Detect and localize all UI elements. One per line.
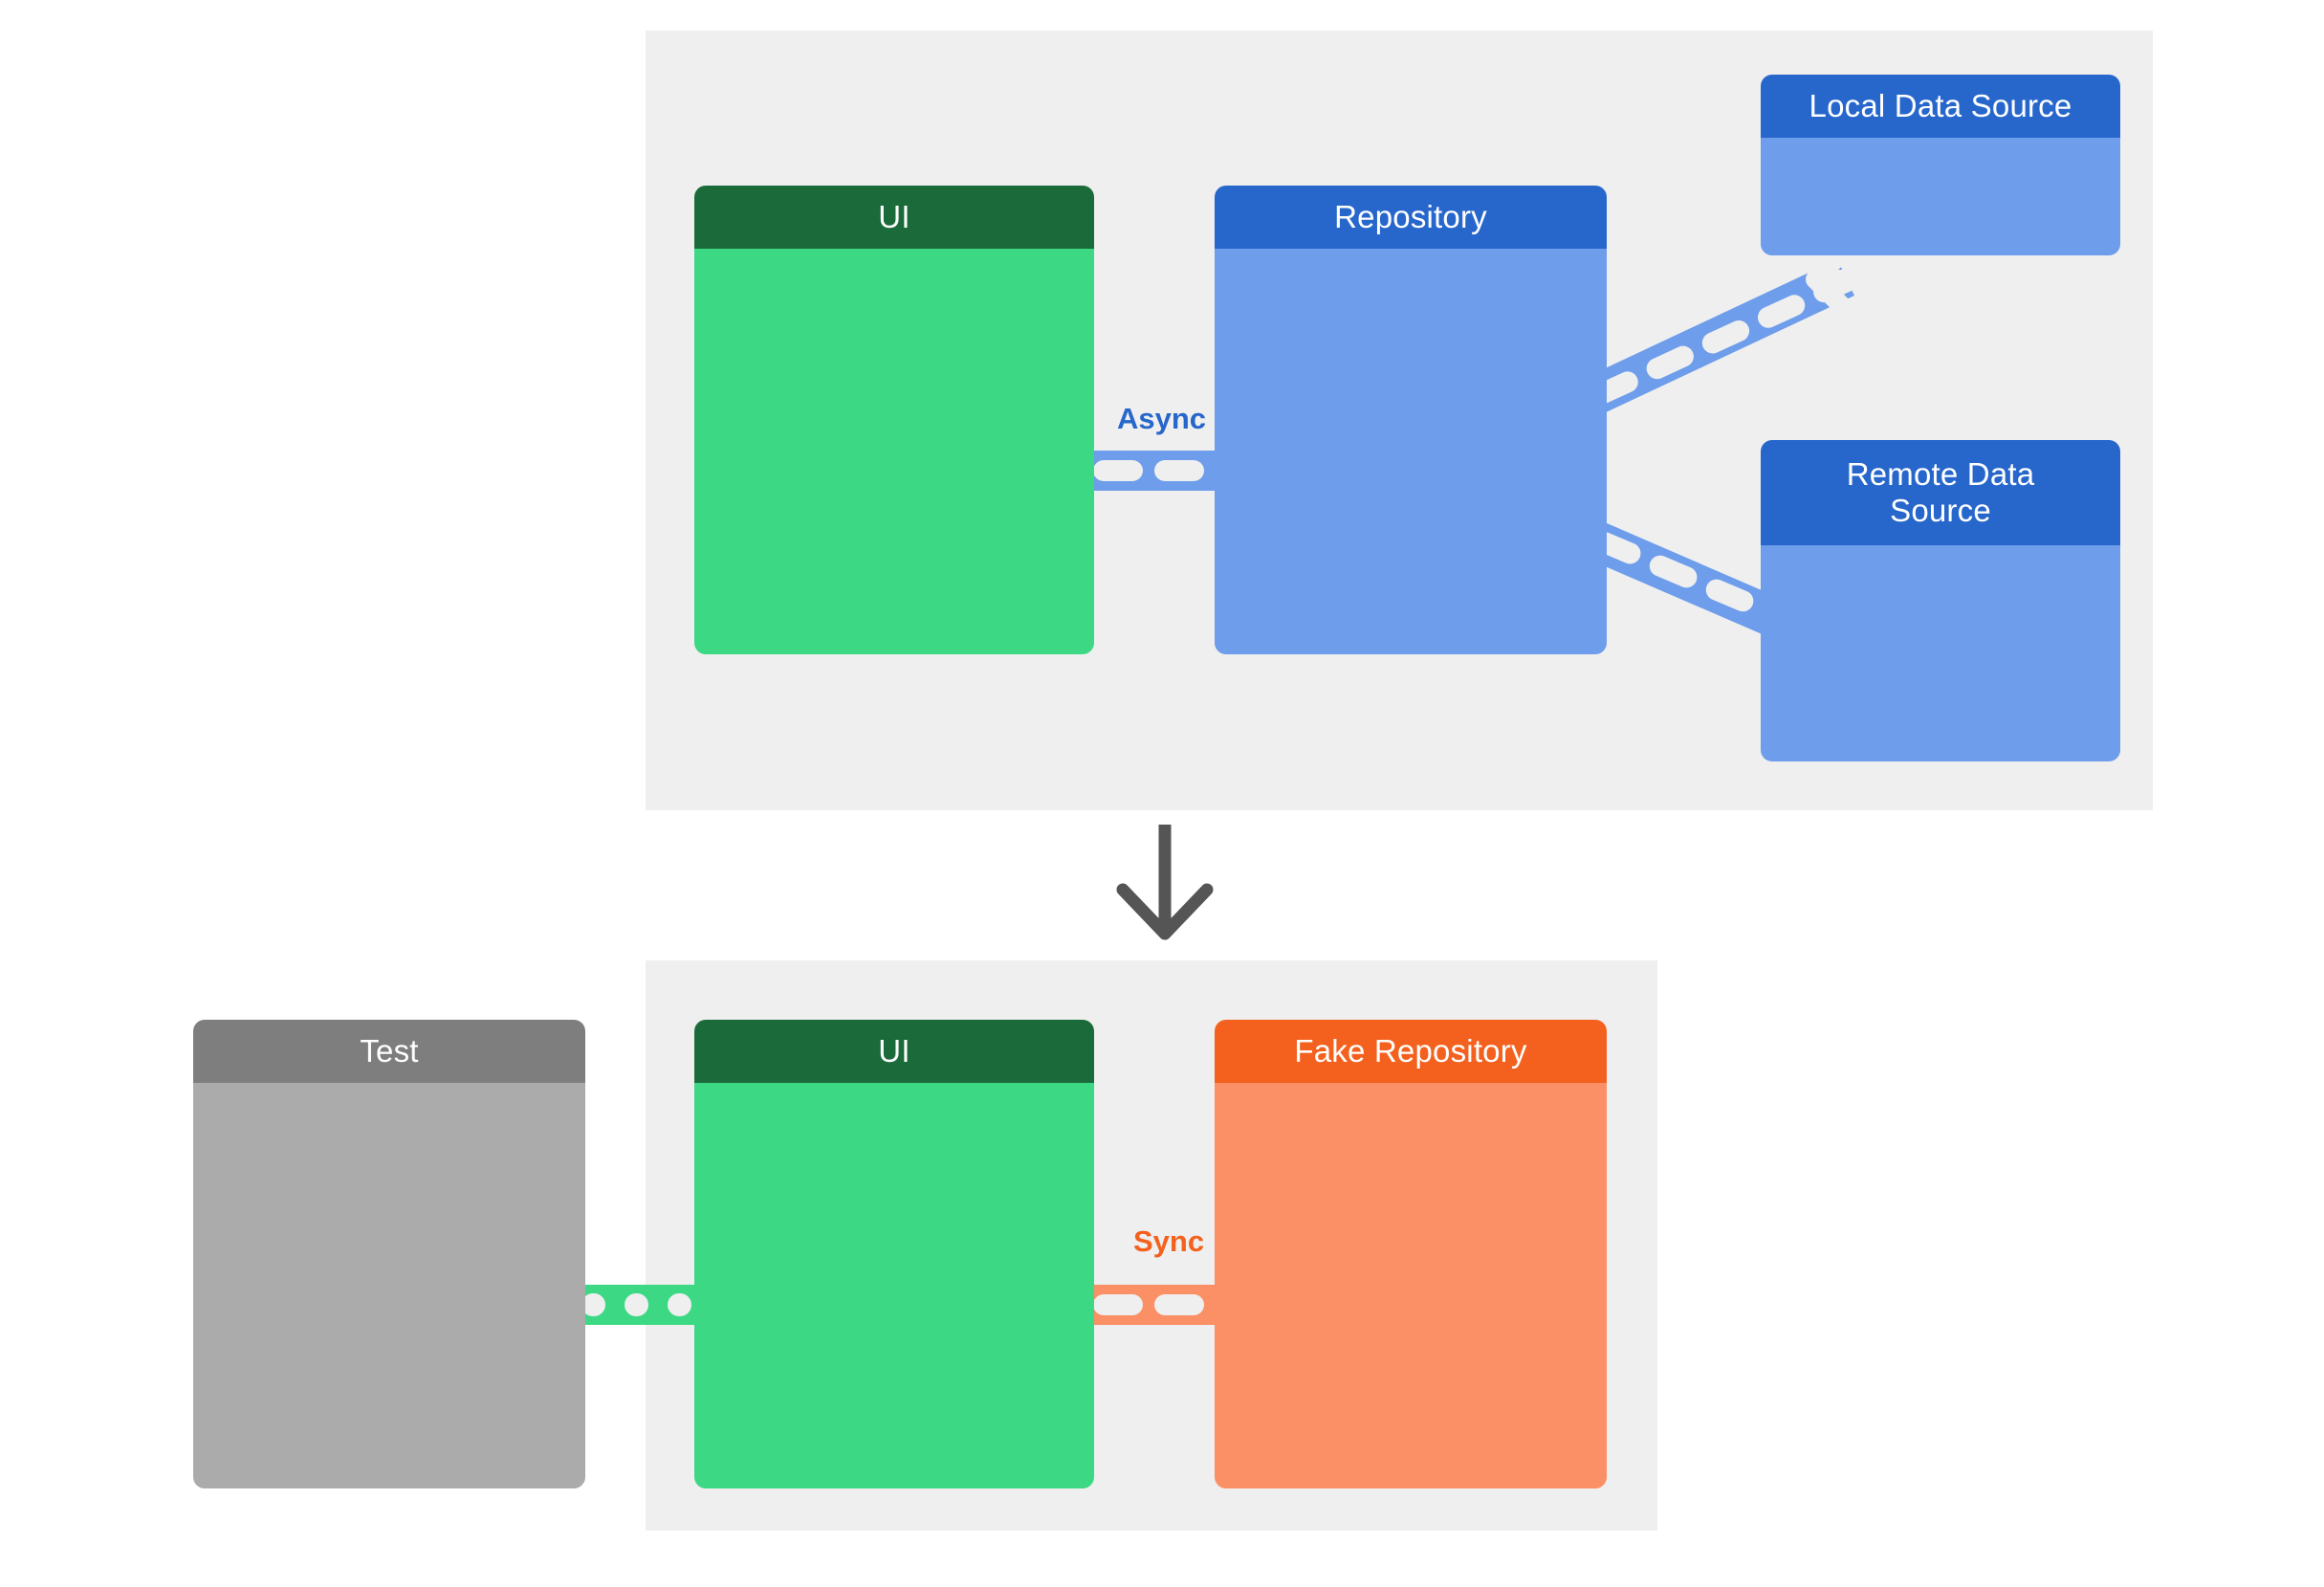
card-body-remote-data-source [1761,545,2120,761]
card-title-fake-repository: Fake Repository [1215,1020,1607,1083]
down-arrow-icon [1116,825,1214,940]
card-title-remote-line2: Source [1890,493,1991,528]
card-title-local-data-source: Local Data Source [1761,75,2120,138]
card-body-repository [1215,249,1607,654]
card-body-ui-test [694,1083,1094,1488]
card-title-test: Test [193,1020,585,1083]
edge-label-sync: Sync [1133,1224,1205,1258]
card-ui-test[interactable]: UI [694,1020,1094,1488]
card-title-repository: Repository [1215,186,1607,249]
card-repository[interactable]: Repository [1215,186,1607,654]
card-title-ui-test: UI [694,1020,1094,1083]
card-body-fake-repository [1215,1083,1607,1488]
card-title-ui-production: UI [694,186,1094,249]
card-fake-repository[interactable]: Fake Repository [1215,1020,1607,1488]
card-title-remote-data-source: Remote Data Source [1761,440,2120,545]
card-remote-data-source[interactable]: Remote Data Source [1761,440,2120,761]
card-title-remote-line1: Remote Data [1846,456,2035,493]
card-body-ui-production [694,249,1094,654]
card-local-data-source[interactable]: Local Data Source [1761,75,2120,255]
edge-label-async: Async [1117,402,1207,435]
card-ui-production[interactable]: UI [694,186,1094,654]
card-body-local-data-source [1761,138,2120,255]
card-body-test [193,1083,585,1488]
card-test[interactable]: Test [193,1020,585,1488]
